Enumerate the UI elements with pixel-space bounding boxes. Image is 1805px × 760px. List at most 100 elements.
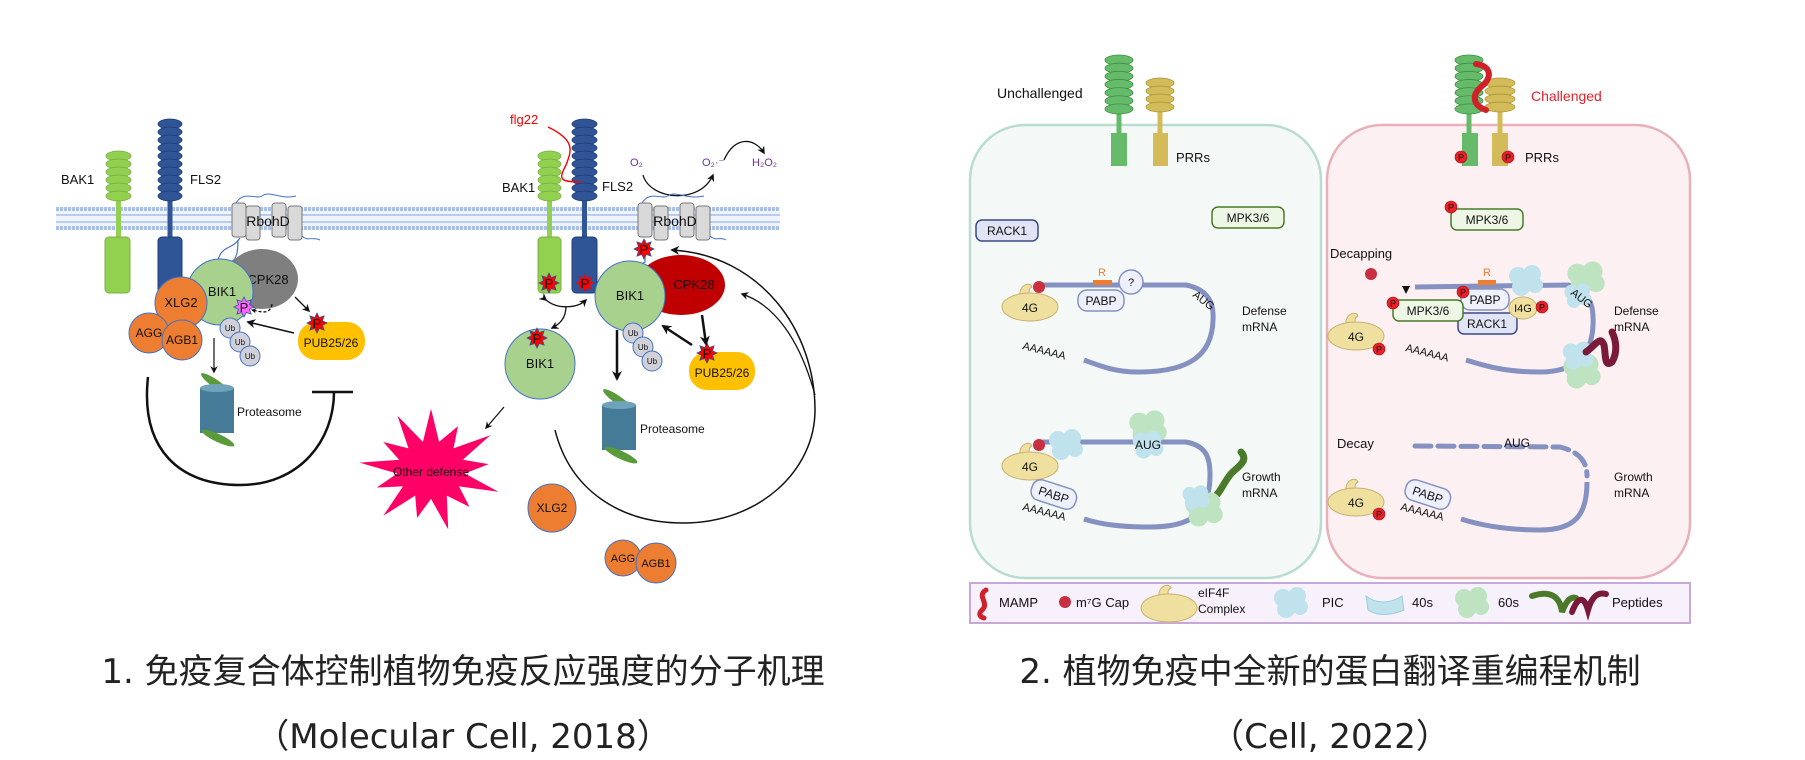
receptor-stalk: [116, 198, 121, 238]
bak1-kinase-domain: [104, 236, 131, 294]
bak1-label: BAK1: [502, 180, 535, 195]
defense-label: Defense: [1614, 304, 1659, 318]
prr-receptor-yellow: [1145, 77, 1175, 134]
mamp-icon: [1471, 61, 1492, 113]
blob-lobe: [1188, 490, 1204, 506]
other-defense-burst: [359, 408, 499, 530]
decaying-mrna-strand: [1412, 443, 1590, 479]
source-figure2: （Cell, 2022）: [1210, 717, 1450, 757]
figure2-diagram: Unchallenged PRRs Challenged P P PRRs RA…: [968, 54, 1692, 624]
phospho-label: P: [1390, 299, 1396, 309]
growth-label: Growth: [1614, 470, 1653, 484]
h2o2-label: H₂O₂: [752, 157, 777, 169]
rbohd-label: RbohD: [653, 213, 697, 229]
phospho-label: P: [533, 331, 542, 346]
r-label: R: [1098, 267, 1106, 279]
eif4f-body: [1140, 593, 1198, 623]
phospho-dot-icon: P: [1372, 507, 1386, 521]
aug-label: AUG: [1135, 438, 1161, 452]
agg-label: AGG: [611, 553, 635, 565]
phospho-star: [526, 327, 548, 349]
legend-peptides: Peptides: [1612, 595, 1663, 610]
phospho-site-icon: P: [574, 272, 596, 294]
feedback-arrow-cpk28: [740, 292, 816, 396]
pic-icon: [1274, 587, 1308, 618]
mrna-label: mRNA: [1614, 486, 1649, 500]
receptor-stalk: [582, 198, 587, 238]
receptor-repeat: [537, 190, 562, 202]
phospho-label: P: [640, 242, 649, 257]
other-defense-label: Other defense: [393, 465, 469, 479]
rbohd-channel-active: RbohD: [637, 193, 727, 241]
m7g-cap-icon: [1059, 596, 1071, 608]
eif4f-body: [1327, 321, 1385, 351]
release-arrow: [538, 293, 588, 308]
receptor-stalk: [1466, 111, 1472, 134]
phospho-dot: [1456, 285, 1470, 299]
pic-icon: [1509, 265, 1543, 296]
phospho-dot-icon: P: [1386, 296, 1400, 310]
r-label: R: [1483, 267, 1491, 279]
blob-lobe: [1462, 593, 1482, 613]
ribosome-60s-icon: [1455, 587, 1489, 618]
mpk-label: MPK3/6: [1466, 213, 1509, 227]
phospho-label: P: [1448, 203, 1454, 213]
phospho-label: P: [545, 276, 554, 291]
growth-peptide-icon: [1529, 590, 1579, 624]
pub-label: PUB25/26: [304, 336, 359, 350]
eif4f-body: [1001, 292, 1059, 322]
svg-text:Ub: Ub: [647, 357, 658, 366]
phospho-label: P: [1505, 153, 1511, 163]
prr-kinase-domain: [1111, 133, 1127, 166]
growth-mrna-strand: [1460, 481, 1590, 533]
phospho-dot-icon: P: [1454, 150, 1468, 164]
unknown-factor-label: ?: [1128, 277, 1134, 289]
mpk-label: MPK3/6: [1407, 304, 1450, 318]
ubiquitin-chain: Ub Ub Ub: [622, 322, 663, 372]
r-element: [1478, 280, 1496, 285]
released-cap-icon: [1365, 268, 1377, 280]
phospho-label: P: [240, 300, 249, 315]
pabp-box: [1077, 289, 1125, 312]
receptor-stalk: [1116, 111, 1122, 134]
blob-lobe: [1139, 436, 1157, 454]
agg-label: AGG: [136, 326, 163, 340]
pabp-label: PABP: [1085, 294, 1116, 308]
ros-arrow: [642, 173, 715, 197]
arrow-to-defense: [485, 406, 505, 430]
arrow-cpk28-pub: [294, 296, 311, 313]
legend-cap: m⁷G Cap: [1076, 595, 1129, 610]
arrow-pub-bik1: [661, 324, 693, 347]
growth-label: Growth: [1242, 470, 1281, 484]
receptor-repeat: [1104, 103, 1134, 115]
phospho-site-icon: P: [233, 296, 255, 318]
pabp-label: PABP: [1469, 293, 1500, 307]
pabp-box: [1460, 288, 1510, 311]
phospho-dot-icon: P: [1372, 342, 1386, 356]
phospho-dot: [1372, 507, 1386, 521]
svg-text:Ub: Ub: [245, 352, 256, 361]
flg22-label: flg22: [510, 112, 538, 127]
prrs-label: PRRs: [1525, 150, 1559, 165]
mpk3-6-box: [1211, 206, 1285, 229]
eif4g-label: 4G: [1348, 496, 1364, 510]
bak1-label: BAK1: [61, 172, 94, 187]
receptor-repeat: [571, 190, 598, 202]
mpk-label: MPK3/6: [1227, 211, 1270, 225]
ubiquitin-chain: Ub Ub Ub: [219, 317, 261, 367]
ribosome-40s-icon: [1182, 485, 1210, 510]
pic-icon: [1049, 429, 1083, 460]
ribosome-40s-icon: [1365, 594, 1405, 615]
dashed-arrow: [250, 303, 273, 314]
arrow-pub-bik1: [246, 319, 295, 334]
blob-lobe: [1570, 288, 1586, 304]
eif4g-icon: [1327, 478, 1385, 517]
prr-receptor-green: [1454, 54, 1484, 134]
phospho-site-icon: P: [306, 312, 328, 334]
mrna-label: mRNA: [1242, 320, 1277, 334]
phospho-label: P: [703, 346, 712, 361]
pabp-box: [1404, 478, 1452, 510]
mrna-label: mRNA: [1614, 320, 1649, 334]
defense-peptide-icon: [1569, 590, 1609, 621]
phospho-star: [306, 312, 328, 334]
